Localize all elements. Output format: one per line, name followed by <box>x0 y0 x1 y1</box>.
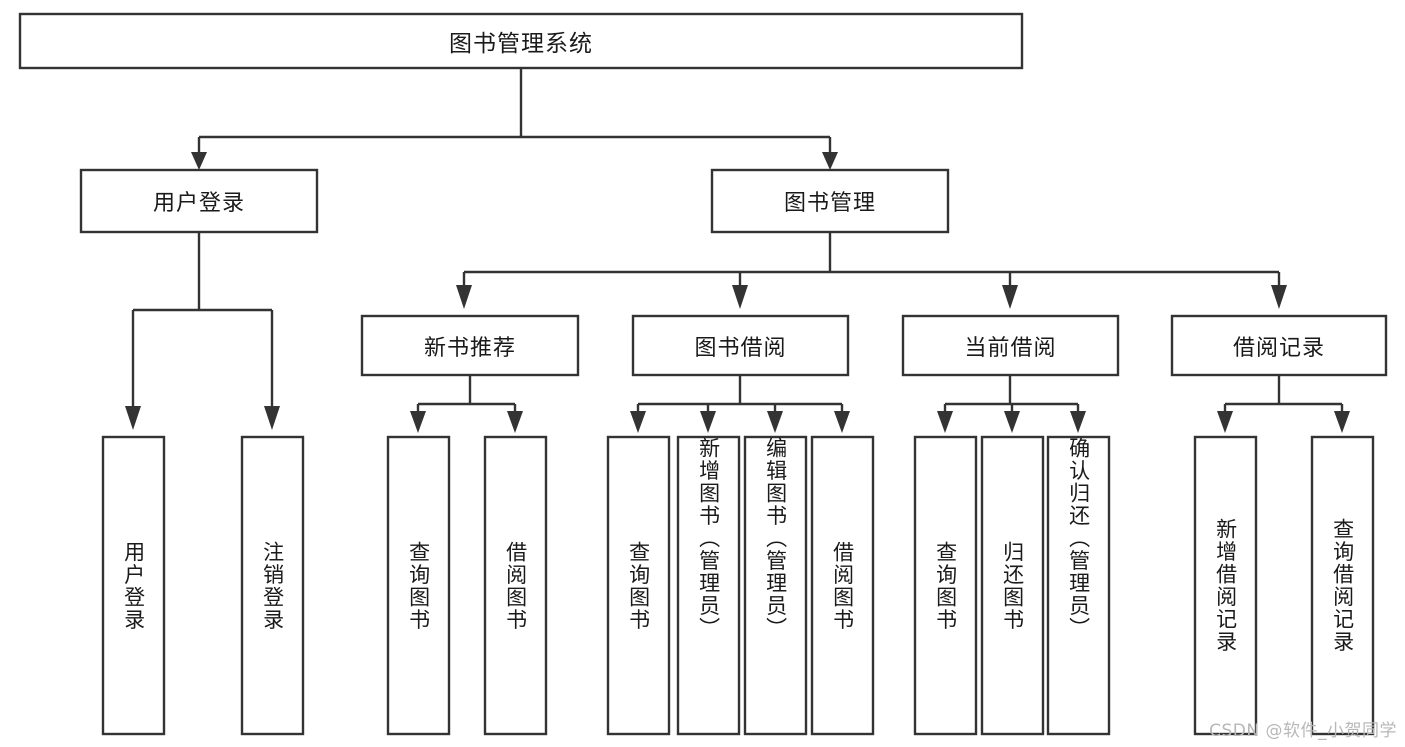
node-leaf-logout-login[interactable] <box>240 435 305 736</box>
connector-root-to-level2 <box>191 68 838 170</box>
node-leaf-borrow-book-1[interactable] <box>483 435 548 736</box>
node-user-login[interactable] <box>79 168 319 234</box>
node-leaf-add-borrow-record[interactable] <box>1193 435 1258 736</box>
node-leaf-query-borrow-record[interactable] <box>1310 435 1375 736</box>
connector-userlogin-to-leaves <box>125 232 280 430</box>
node-leaf-user-login[interactable] <box>101 435 166 736</box>
connector-bookborrow-to-leaves <box>630 375 850 433</box>
node-leaf-query-book-1[interactable] <box>386 435 451 736</box>
node-book-management[interactable] <box>710 168 950 234</box>
node-current-borrow[interactable] <box>901 314 1120 377</box>
node-leaf-edit-book[interactable] <box>743 435 808 736</box>
node-new-book-recommend[interactable] <box>360 314 580 377</box>
node-leaf-query-book-2[interactable] <box>606 435 671 736</box>
node-leaf-confirm-return[interactable] <box>1046 435 1111 736</box>
node-root-book-management-system[interactable] <box>18 12 1024 70</box>
node-leaf-add-book[interactable] <box>676 435 741 736</box>
connector-newbook-to-leaves <box>410 375 523 433</box>
connector-bookmanage-to-level3 <box>456 232 1287 309</box>
node-borrow-record[interactable] <box>1170 314 1388 377</box>
connector-borrowrecord-to-leaves <box>1217 375 1350 433</box>
node-book-borrow[interactable] <box>631 314 850 377</box>
node-leaf-borrow-book-2[interactable] <box>810 435 875 736</box>
node-leaf-query-book-3[interactable] <box>913 435 978 736</box>
node-leaf-return-book[interactable] <box>980 435 1045 736</box>
connector-currentborrow-to-leaves <box>937 375 1086 433</box>
